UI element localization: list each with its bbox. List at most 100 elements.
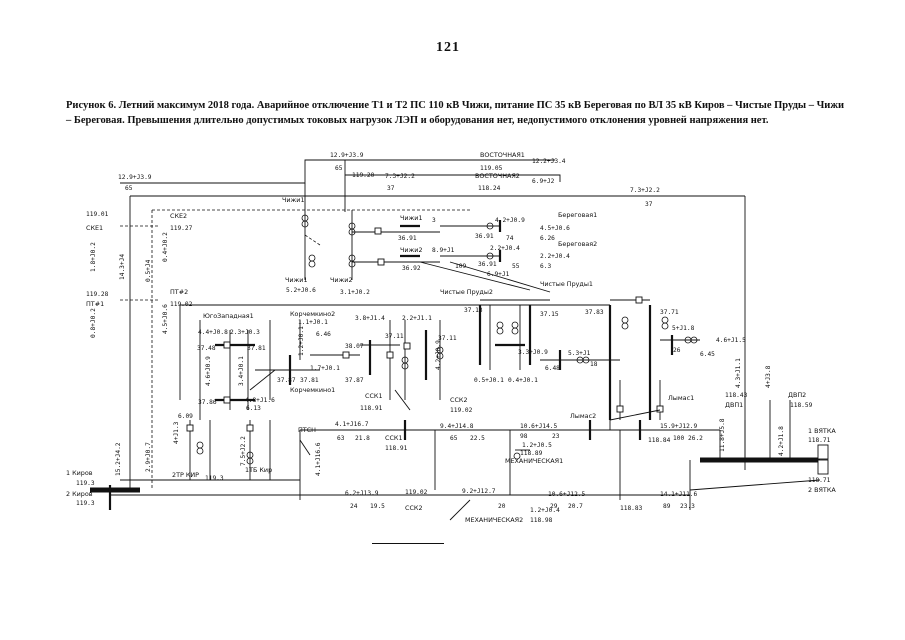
label-ske1: СКЕ1 bbox=[86, 224, 103, 232]
label-v-11859: 118.59 bbox=[790, 402, 813, 409]
label-p55: 55 bbox=[512, 263, 520, 270]
label-f10: 8.9+J1 bbox=[432, 247, 455, 254]
label-f38: 4.1+J16.7 bbox=[335, 421, 369, 428]
label-p98: 98 bbox=[520, 433, 528, 440]
label-ptb: 1ТБ Кир bbox=[245, 466, 272, 474]
label-v-11901: 119.01 bbox=[86, 211, 109, 218]
label-ssk1: ССК1 bbox=[365, 392, 383, 400]
label-f52: 4.1+J16.6 bbox=[315, 442, 322, 476]
label-p233: 23.3 bbox=[680, 503, 695, 510]
label-f29: 4.6+J0.9 bbox=[205, 356, 212, 386]
label-v-11891b: 118.91 bbox=[385, 445, 408, 452]
label-f17: 0.4+J0.2 bbox=[162, 232, 169, 262]
bottom-busbar bbox=[90, 420, 690, 521]
label-v-11871: 118.71 bbox=[808, 437, 831, 444]
label-beregovaya1: Береговая1 bbox=[558, 211, 597, 219]
label-dvp2: ДВП2 bbox=[788, 391, 806, 399]
label-korchemkino1: Корчемкино1 bbox=[290, 386, 335, 394]
label-v-3691c: 36.91 bbox=[478, 261, 497, 268]
label-f57: 4.2+J0.9 bbox=[435, 340, 442, 370]
label-f5: 6.9+J2 bbox=[532, 178, 555, 185]
label-f12: 2.2+J0.4 bbox=[540, 253, 570, 260]
label-v-648: 6.48 bbox=[545, 365, 560, 372]
label-f1: 12.9+J3.9 bbox=[330, 152, 364, 159]
label-p74: 74 bbox=[506, 235, 514, 242]
label-f40: 10.6+J14.5 bbox=[520, 423, 558, 430]
label-chizhi1-low: Чижи1 bbox=[285, 276, 308, 284]
label-v-11884: 118.84 bbox=[648, 437, 671, 444]
label-v-3807: 38.07 bbox=[345, 343, 364, 350]
label-f44: 9.2+J12.7 bbox=[462, 488, 496, 495]
label-v-11927: 119.27 bbox=[170, 225, 193, 232]
label-p109: 109 bbox=[455, 263, 466, 270]
label-ztr: 2ТР КИР bbox=[172, 471, 199, 479]
label-p23: 23 bbox=[552, 433, 560, 440]
label-f45: 10.6+J12.5 bbox=[548, 491, 586, 498]
label-p37b: 37 bbox=[645, 201, 653, 208]
label-v-626: 6.26 bbox=[540, 235, 555, 242]
label-f55: 4.3+J1.1 bbox=[735, 358, 742, 388]
label-p20: 20 bbox=[498, 503, 506, 510]
label-f30: 3.4+J0.1 bbox=[238, 356, 245, 386]
label-beregovaya2: Береговая2 bbox=[558, 240, 597, 248]
label-v-646: 6.46 bbox=[316, 331, 331, 338]
label-f8: 4.2+J0.9 bbox=[495, 217, 525, 224]
label-v-3781b: 37.81 bbox=[300, 377, 319, 384]
lymas bbox=[608, 296, 700, 430]
label-f23: 1.2+J0.1 bbox=[298, 326, 305, 356]
bottom-rule bbox=[372, 543, 444, 544]
label-korchemkino2: Корчемкино2 bbox=[290, 310, 335, 318]
label-p65: 65 bbox=[335, 165, 343, 172]
label-yugozap: ЮгоЗападная1 bbox=[203, 312, 254, 320]
label-p65b: 65 bbox=[125, 185, 133, 192]
label-v-1193b: 119.3 bbox=[76, 500, 95, 507]
label-v-11920: 119.20 bbox=[352, 172, 375, 179]
label-f7: 3 bbox=[432, 217, 436, 224]
label-f56: 4+J3.8 bbox=[765, 365, 772, 388]
label-f11: 2.2+J0.4 bbox=[490, 245, 520, 252]
label-p89: 89 bbox=[663, 503, 671, 510]
label-f26: 1.7+J0.1 bbox=[310, 365, 340, 372]
label-p63: 63 bbox=[337, 435, 345, 442]
label-vostochnaya1: ВОСТОЧНАЯ1 bbox=[480, 151, 525, 159]
label-v-11902: 119.02 bbox=[170, 301, 193, 308]
label-p262: 26.2 bbox=[688, 435, 703, 442]
label-f53: 11.8+J5.8 bbox=[719, 418, 726, 452]
label-pt1: ПТ#1 bbox=[86, 300, 104, 308]
label-f15: 3.1+J0.2 bbox=[340, 289, 370, 296]
label-lyamas1: Лымас1 bbox=[668, 394, 694, 402]
label-v-3715: 37.15 bbox=[540, 311, 559, 318]
label-f3: 7.3+J2.2 bbox=[385, 173, 415, 180]
label-v-11902b: 119.02 bbox=[405, 489, 428, 496]
label-f4: 12.2+J3.4 bbox=[532, 158, 566, 165]
label-chizhi1: Чижи1 bbox=[282, 196, 305, 204]
label-f33: 5.3+J1 bbox=[568, 350, 591, 357]
label-ssk2-b: ССК2 bbox=[405, 504, 423, 512]
label-pt2: ПТ#2 bbox=[170, 288, 188, 296]
label-f19: 0.5+J4 bbox=[145, 259, 152, 282]
label-v-11871b: 118.71 bbox=[808, 477, 831, 484]
label-dvp1: ДВП1 bbox=[725, 401, 743, 409]
label-f22: 1.1+J0.1 bbox=[298, 319, 328, 326]
label-f47: 1.2+J0.4 bbox=[530, 507, 560, 514]
figure-caption: Рисунок 6. Летний максимум 2018 года. Ав… bbox=[66, 100, 844, 126]
label-v-3713: 37.13 bbox=[464, 307, 483, 314]
label-f20: 0.8+J0.2 bbox=[90, 308, 97, 338]
label-chistye2: Чистые Пруды2 bbox=[440, 288, 493, 296]
label-v-3771: 37.71 bbox=[660, 309, 679, 316]
label-v-3786: 37.86 bbox=[198, 399, 217, 406]
label-f31: 4.8+J1.6 bbox=[245, 397, 275, 404]
middle-35kv bbox=[179, 304, 610, 420]
label-v-1193c: 119.3 bbox=[205, 475, 224, 482]
label-mekh1: МЕХАНИЧЕСКАЯ1 bbox=[505, 457, 563, 465]
page-number: 121 bbox=[436, 40, 460, 55]
label-v-11898: 118.98 bbox=[530, 517, 553, 524]
label-f16: 1.8+J0.2 bbox=[90, 242, 97, 272]
label-v-3781: 37.81 bbox=[247, 345, 266, 352]
label-f24: 3.8+J1.4 bbox=[355, 315, 385, 322]
label-v-63: 6.3 bbox=[540, 263, 551, 270]
label-v-3711: 37.11 bbox=[385, 333, 404, 340]
label-p207: 20.7 bbox=[568, 503, 583, 510]
label-p18: 18 bbox=[590, 361, 598, 368]
label-f2: 12.9+J3.9 bbox=[118, 174, 152, 181]
